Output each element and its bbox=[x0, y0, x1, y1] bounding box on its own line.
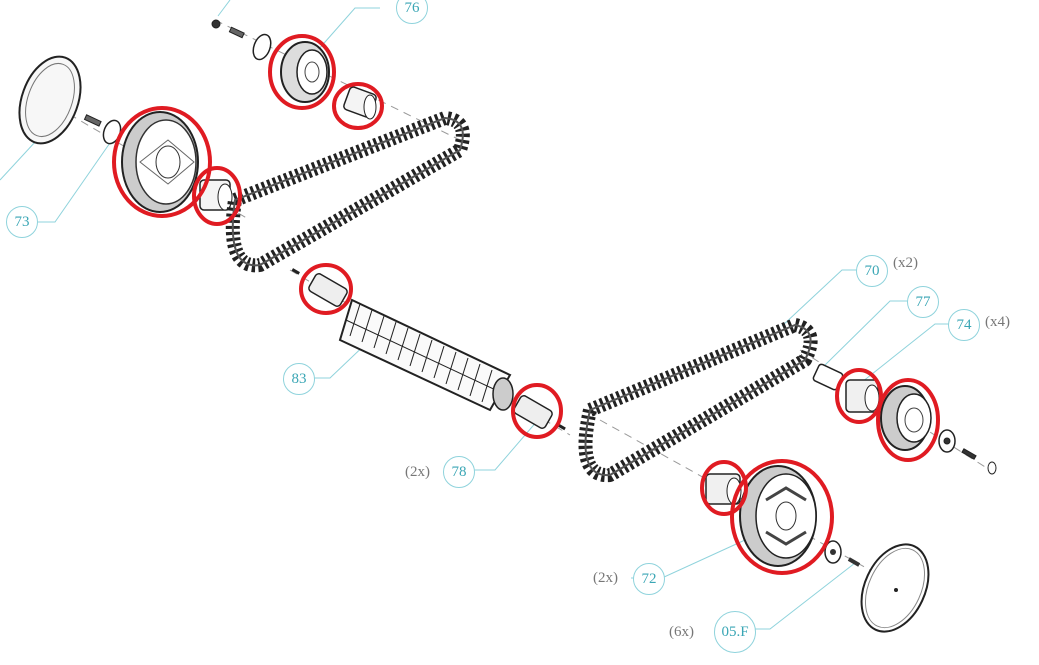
callout-74: 74 bbox=[948, 309, 980, 341]
brush-pinion-lower bbox=[513, 395, 566, 431]
axis-lines bbox=[44, 19, 991, 571]
side-cover-left bbox=[18, 55, 82, 145]
idler-pulley-top bbox=[280, 41, 330, 103]
callout-78: 78 bbox=[443, 456, 475, 488]
drive-pulley-right bbox=[739, 465, 817, 567]
bushing-right bbox=[845, 379, 880, 413]
quantity-78: (2x) bbox=[405, 464, 430, 480]
bushing-top bbox=[343, 86, 377, 120]
quantity-74: (x4) bbox=[985, 314, 1010, 330]
callout-72: 72 bbox=[633, 563, 665, 595]
callout-70: 70 bbox=[856, 255, 888, 287]
track-belt-left bbox=[225, 111, 470, 273]
leader-lines bbox=[0, 0, 950, 630]
quantity-72: (2x) bbox=[593, 570, 618, 586]
quantity-70: (x2) bbox=[893, 255, 918, 271]
hardware-right bbox=[938, 429, 997, 475]
brush-pinion-upper bbox=[291, 268, 348, 307]
callout-83: 83 bbox=[283, 363, 315, 395]
roller-brush bbox=[338, 298, 514, 412]
callout-05f: 05.F bbox=[714, 611, 756, 653]
callout-73: 73 bbox=[6, 206, 38, 238]
side-cover-right bbox=[860, 543, 930, 633]
highlight-circles bbox=[112, 34, 940, 575]
washer-lower bbox=[824, 540, 861, 567]
track-belt-right bbox=[578, 318, 818, 483]
idler-pulley-right bbox=[880, 385, 932, 451]
quantity-05f: (6x) bbox=[669, 624, 694, 640]
callout-77: 77 bbox=[907, 286, 939, 318]
hardware-top bbox=[83, 19, 272, 145]
drive-pulley-left bbox=[121, 111, 199, 213]
